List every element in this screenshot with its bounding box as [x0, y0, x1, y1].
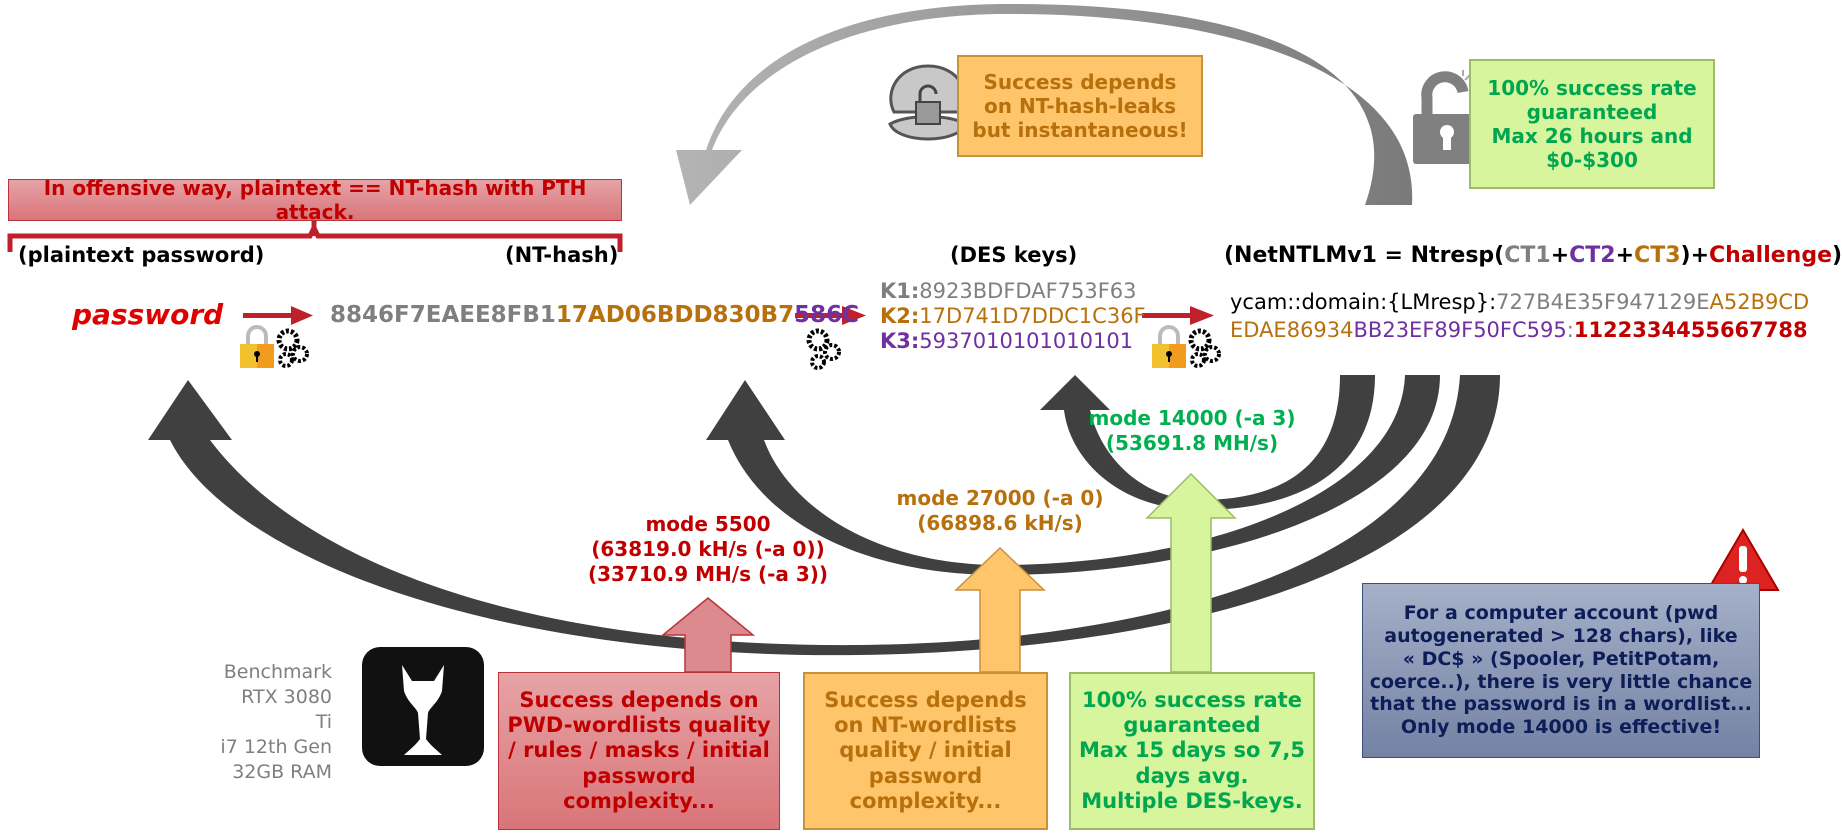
mode-5500-label: mode 5500 (63819.0 kH/s (-a 0)) (33710.9… [587, 512, 829, 586]
password-text: password [72, 298, 224, 331]
warning-icon [1706, 528, 1780, 591]
label-netntlmv1-formula: (NetNTLMv1 = Ntresp(CT1+CT2+CT3)+Challen… [1224, 243, 1842, 268]
arrow-to-nthash [706, 375, 1440, 575]
des-key-3: K3:5937010101010101 [880, 329, 1134, 353]
shell-lock-icon [888, 64, 968, 141]
broken-lock-icon [1413, 70, 1481, 164]
netntlm-hash-line1: ycam::domain:{LMresp}:727B4E35F947129EA5… [1230, 290, 1810, 314]
top-note-text: In offensive way, plaintext == NT-hash w… [43, 176, 587, 224]
callout-nt-hash-leaks: Success depends on NT-hash-leaks but ins… [957, 55, 1203, 157]
lock-gears-icon-2 [1152, 325, 1221, 368]
diagram-arrows [7, 3, 1780, 766]
des-key-1: K1:8923BDFDAF753F63 [880, 279, 1137, 303]
callout-des-keys-guaranteed: 100% success rate guaranteed Max 15 days… [1069, 672, 1315, 830]
arrow-hash-to-deskeys [795, 306, 866, 325]
nt-hash-part1: 8846F7EAEE8FB1 [330, 302, 556, 328]
mode-14000-label: mode 14000 (-a 3) (53691.8 MH/s) [1088, 406, 1296, 455]
arrow-to-deskeys [1040, 375, 1375, 510]
callout-top-success-guaranteed: 100% success rate guaranteed Max 26 hour… [1469, 59, 1715, 189]
label-plaintext-password: (plaintext password) [18, 243, 265, 267]
hashcat-logo [362, 647, 484, 766]
label-des-keys: (DES keys) [950, 243, 1078, 267]
des-keys-list: K1:8923BDFDAF753F63 K2:17D741D7DDC1C36F … [880, 279, 1146, 354]
nt-hash-part3: 586C [794, 302, 859, 328]
up-arrow-orange [954, 546, 1046, 673]
benchmark-info: Benchmark RTX 3080 Ti i7 12th Gen 32GB R… [220, 661, 332, 783]
callout-nt-wordlists: Success depends on NT-wordlists quality … [803, 672, 1048, 830]
label-nt-hash: (NT-hash) [505, 243, 619, 267]
gears-icon [806, 328, 841, 370]
top-note-box: In offensive way, plaintext == NT-hash w… [8, 176, 622, 224]
nt-hash-value: 8846F7EAEE8FB117AD06BDD830B7586C [330, 302, 859, 328]
callout-computer-account-note: For a computer account (pwd autogenerate… [1362, 583, 1760, 758]
lock-gears-icon-1 [240, 325, 309, 368]
mode-27000-label: mode 27000 (-a 0) (66898.6 kH/s) [896, 486, 1104, 535]
nt-hash-part2: 17AD06BDD830B7 [555, 302, 795, 328]
des-key-2: K2:17D741D7DDC1C36F [880, 304, 1146, 328]
arrow-deskeys-to-netntlm [1142, 306, 1214, 325]
callout-pwd-wordlists: Success depends on PWD-wordlists quality… [498, 672, 780, 830]
up-arrow-green [1145, 472, 1237, 673]
netntlm-hash-line2: EDAE86934BB23EF89F50FC595:11223344556677… [1230, 318, 1808, 342]
up-arrow-red [660, 597, 756, 673]
arrow-password-to-hash [243, 306, 313, 325]
netntlm-hash: ycam::domain:{LMresp}:727B4E35F947129EA5… [1230, 288, 1809, 344]
